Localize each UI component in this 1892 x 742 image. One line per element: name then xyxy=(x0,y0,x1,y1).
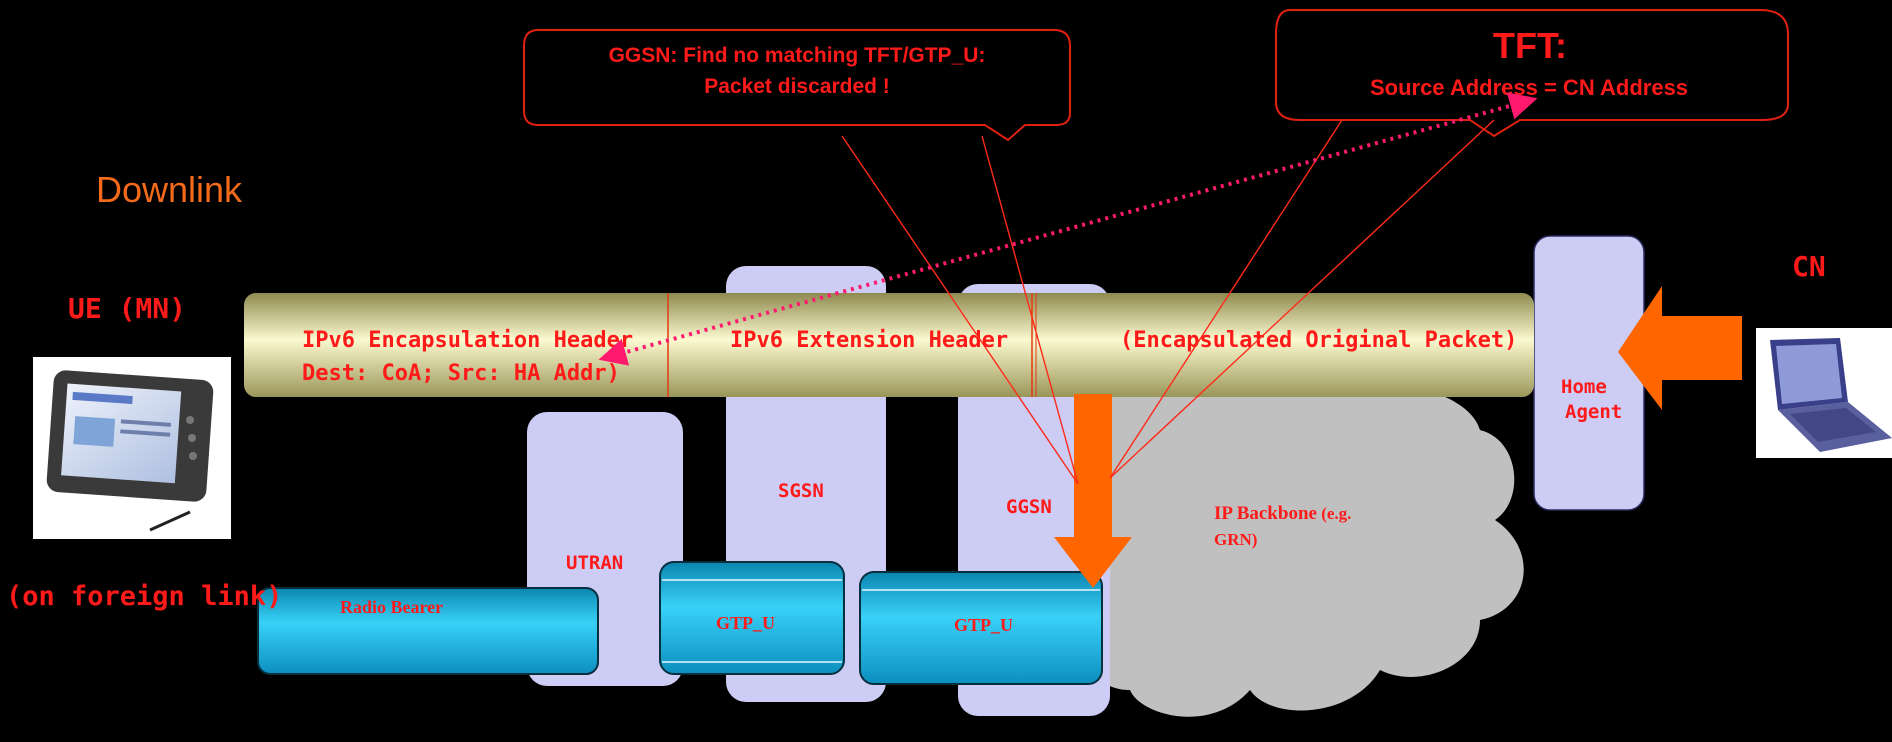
tunnel-extension-header: IPv6 Extension Header xyxy=(730,328,1008,353)
cn-label: CN xyxy=(1792,250,1826,283)
gtp-u-label-1: GTP_U xyxy=(716,613,775,633)
ue-foreign-link-label: (on foreign link) xyxy=(6,581,282,612)
tft-callout-body: Source Address = CN Address xyxy=(1370,75,1688,100)
tunnel-encap-header-line1: IPv6 Encapsulation Header xyxy=(302,328,633,353)
home-agent-label-line2: Agent xyxy=(1565,401,1622,423)
gtp-u-tunnel-sgsn xyxy=(659,561,845,675)
tft-callout-heading: TFT: xyxy=(1493,25,1567,66)
diagram-title: Downlink xyxy=(96,169,243,210)
backbone-label-rest: (e.g. xyxy=(1317,504,1351,523)
backbone-label-line1: IP Backbone (e.g. xyxy=(1214,503,1351,524)
radio-bearer-label: Radio Bearer xyxy=(340,597,443,617)
gtp-u-tunnel-ggsn xyxy=(859,571,1103,685)
radio-bearer xyxy=(257,587,599,675)
utran-label: UTRAN xyxy=(566,552,623,574)
tunnel-encap-header-line2: Dest: CoA; Src: HA Addr) xyxy=(302,361,620,386)
ggsn-callout-line2: Packet discarded ! xyxy=(704,75,890,98)
ip-backbone-cloud xyxy=(1066,342,1524,717)
downlink-arrow-icon xyxy=(1054,394,1132,588)
laptop-icon xyxy=(1756,328,1892,458)
home-agent-label-line1: Home xyxy=(1561,376,1607,398)
home-agent-node xyxy=(1533,235,1645,511)
tablet-device-icon xyxy=(33,357,231,539)
ggsn-callout-line1: GGSN: Find no matching TFT/GTP_U: xyxy=(609,44,986,67)
tft-dotted-arrow xyxy=(598,92,1538,366)
tunnel-original-packet: (Encapsulated Original Packet) xyxy=(1120,328,1517,353)
backbone-label-bold: IP Backbone xyxy=(1214,503,1317,524)
cn-incoming-arrow-icon xyxy=(1618,286,1742,410)
ue-label: UE (MN) xyxy=(68,292,186,325)
sgsn-label: SGSN xyxy=(778,480,824,502)
backbone-label-line2: GRN) xyxy=(1214,530,1257,549)
gtp-u-label-2: GTP_U xyxy=(954,615,1013,635)
ggsn-label: GGSN xyxy=(1006,496,1052,518)
